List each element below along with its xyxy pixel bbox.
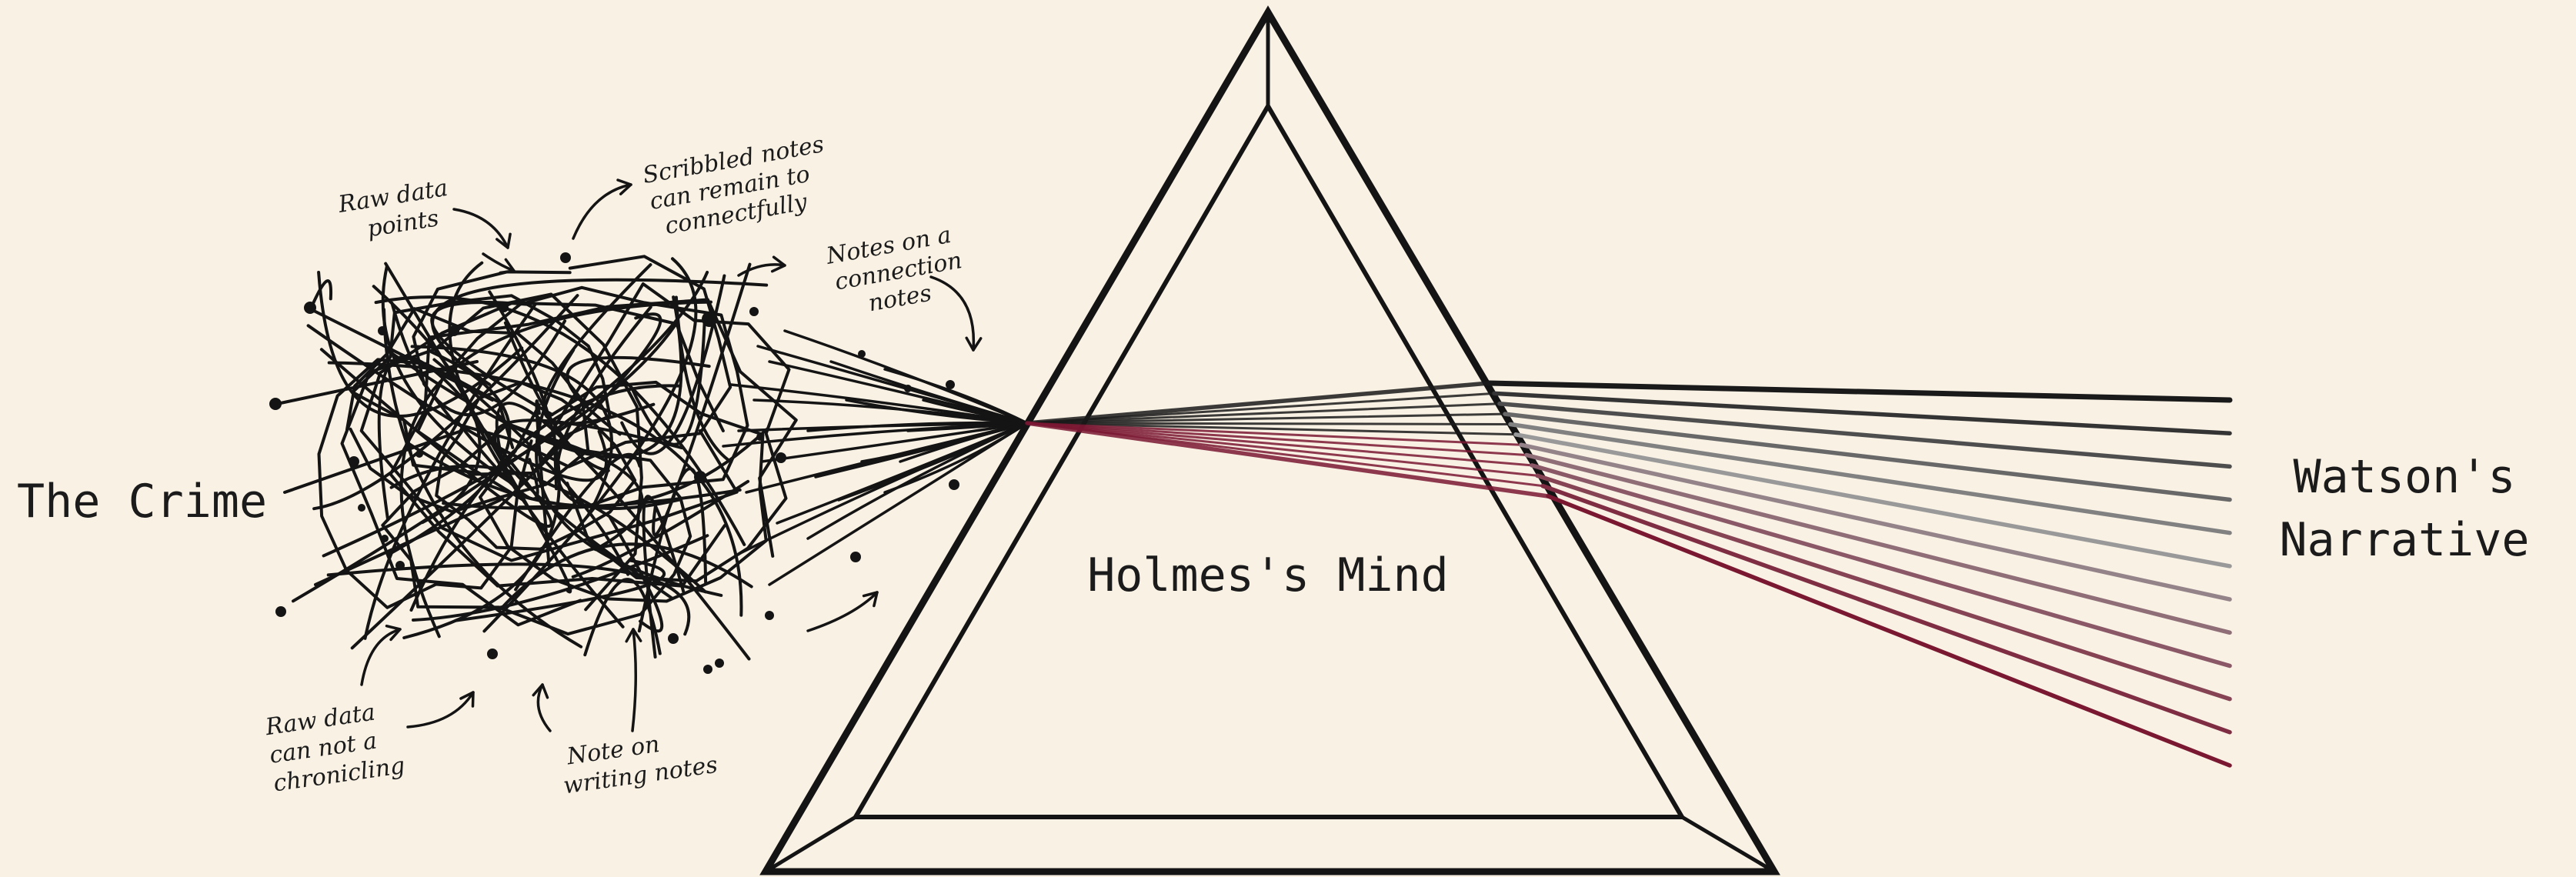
narrative-label-line2: Narrative bbox=[2279, 513, 2529, 567]
ink-dot bbox=[381, 535, 389, 542]
ink-dot bbox=[349, 456, 359, 467]
ink-dot bbox=[415, 450, 423, 458]
inner-beam-line bbox=[1027, 404, 1500, 423]
ink-dot bbox=[703, 665, 712, 674]
spectrum-ray bbox=[1548, 496, 2230, 765]
ink-dot bbox=[668, 633, 679, 644]
ink-dot bbox=[358, 504, 365, 512]
ink-dot bbox=[487, 649, 498, 659]
spectrum-ray bbox=[1537, 475, 2230, 699]
ink-dot bbox=[378, 326, 387, 335]
ink-dot bbox=[694, 471, 706, 483]
note-connection: Notes on a connection notes bbox=[823, 219, 976, 323]
note-scribbled-notes: Scribbled notes can remain to connectful… bbox=[641, 130, 843, 242]
ink-dot bbox=[850, 552, 861, 562]
note-raw-data-points: Raw data points bbox=[335, 173, 461, 246]
ink-dot bbox=[449, 325, 459, 336]
ink-dot bbox=[304, 302, 316, 314]
annotation-arrow-shaft bbox=[808, 592, 877, 631]
ink-dot bbox=[702, 312, 717, 327]
converging-rays bbox=[723, 331, 1027, 585]
ink-dot bbox=[269, 398, 282, 410]
note-writing-notes: Note on writing notes bbox=[558, 723, 719, 799]
inner-beam-line bbox=[1027, 423, 1537, 475]
ink-dot bbox=[756, 433, 764, 441]
annotation-arrow-shaft bbox=[632, 629, 636, 731]
narrative-label-line1: Watson's bbox=[2294, 450, 2516, 504]
ink-dot bbox=[275, 606, 286, 617]
ink-dot bbox=[715, 659, 724, 668]
ink-dot bbox=[560, 252, 571, 263]
ink-dot bbox=[949, 479, 959, 490]
note-raw-data-chronicling: Raw data can not a chronicling bbox=[263, 696, 406, 798]
ink-dot bbox=[749, 307, 759, 316]
refracted-beam-inside-prism bbox=[1027, 383, 1548, 496]
crime-label: The Crime bbox=[17, 475, 267, 529]
ink-dot bbox=[499, 303, 509, 312]
spectrum-ray bbox=[1521, 445, 2230, 599]
spectrum-ray bbox=[1516, 435, 2230, 566]
ink-dot bbox=[395, 561, 405, 570]
ink-dot bbox=[765, 611, 774, 620]
prism-label: Holmes's Mind bbox=[1087, 549, 1449, 602]
